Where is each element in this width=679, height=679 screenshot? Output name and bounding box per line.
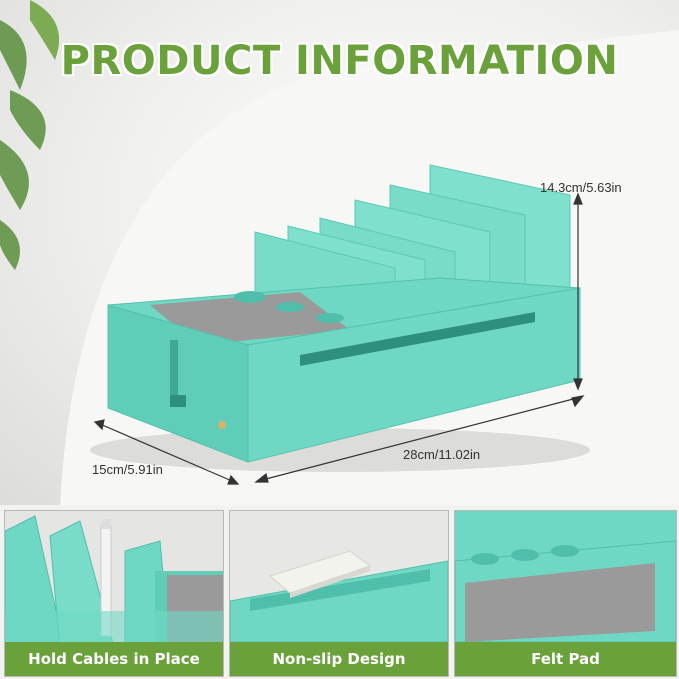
dimension-lines — [93, 192, 585, 485]
product-hero: PRODUCT INFORMATION 14.3cm/5.63in 28cm/1… — [0, 0, 679, 505]
caption-hold-cables: Hold Cables in Place — [5, 642, 223, 676]
height-dimension: 14.3cm/5.63in — [540, 180, 622, 195]
brand-logo — [218, 421, 226, 429]
width-dimension: 15cm/5.91in — [92, 462, 163, 477]
page-title: PRODUCT INFORMATION — [60, 38, 619, 84]
felt-pad-closeup — [465, 563, 655, 642]
feature-panel-nonslip: Non-slip Design — [229, 510, 449, 677]
caption-felt-pad: Felt Pad — [455, 642, 676, 676]
feature-panel-cables: Hold Cables in Place — [4, 510, 224, 677]
cable-slot — [300, 312, 535, 366]
cable-notch — [170, 340, 178, 400]
product-illustration — [0, 0, 590, 485]
caption-nonslip: Non-slip Design — [230, 642, 448, 676]
feature-panel-felt: Felt Pad — [454, 510, 677, 677]
cable-cutouts — [234, 291, 344, 323]
felt-illustration — [455, 511, 676, 676]
length-dimension: 28cm/11.02in — [403, 447, 481, 462]
plant-leaves — [0, 0, 60, 270]
